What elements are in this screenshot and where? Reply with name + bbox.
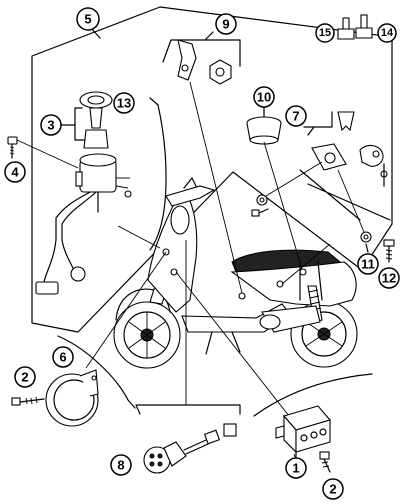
callout-1: 1: [285, 457, 307, 479]
callout-6: 6: [52, 346, 74, 368]
ignition-switch: [35, 91, 132, 295]
washer-screw: [251, 161, 323, 217]
callout-5: 5: [76, 7, 100, 31]
callout-3: 3: [40, 114, 62, 136]
callout-8: 8: [110, 454, 132, 476]
bracket-9: [162, 31, 241, 67]
grommet-10: [246, 107, 282, 145]
bracket-8: [135, 404, 241, 415]
svg-text:3: 3: [47, 118, 54, 133]
bracket-1: [253, 373, 373, 417]
svg-text:15: 15: [319, 27, 331, 39]
callout-15: 15: [315, 23, 335, 43]
svg-text:7: 7: [292, 109, 299, 124]
callout-9: 9: [215, 13, 237, 35]
callout-2-horn: 2: [14, 366, 36, 388]
callout-7: 7: [285, 105, 307, 127]
callout-13: 13: [113, 92, 135, 114]
callout-11: 11: [357, 253, 379, 275]
callout-4: 4: [4, 161, 26, 183]
svg-text:5: 5: [84, 12, 91, 27]
svg-text:1: 1: [292, 461, 299, 476]
callout-14: 14: [377, 23, 397, 43]
svg-text:4: 4: [11, 165, 19, 180]
washer-11-screw-12: [337, 169, 395, 263]
callout-12: 12: [378, 267, 400, 289]
callout-10: 10: [253, 86, 275, 108]
bracket-horn: [57, 335, 136, 409]
bolt-4: [7, 136, 79, 169]
leader-lines: [85, 81, 331, 431]
bracket-ignition: [149, 104, 167, 251]
callout-2-relay: 2: [322, 478, 344, 500]
bracket-3: [61, 107, 85, 141]
part-9: [177, 39, 232, 85]
svg-text:14: 14: [381, 27, 394, 39]
keys: [337, 14, 373, 40]
relay-1: [275, 405, 331, 473]
part-7: [299, 111, 391, 221]
scooter: [113, 177, 358, 369]
svg-text:2: 2: [21, 370, 28, 385]
svg-text:8: 8: [117, 458, 124, 473]
svg-text:13: 13: [117, 96, 131, 111]
svg-text:11: 11: [361, 257, 375, 272]
svg-text:9: 9: [222, 17, 229, 32]
bracket-7: [303, 111, 333, 136]
horn-6: [11, 369, 99, 427]
svg-text:12: 12: [382, 271, 396, 286]
part-8-connector: [143, 423, 237, 474]
svg-text:2: 2: [329, 482, 336, 497]
svg-text:10: 10: [257, 90, 271, 105]
svg-text:6: 6: [59, 350, 66, 365]
